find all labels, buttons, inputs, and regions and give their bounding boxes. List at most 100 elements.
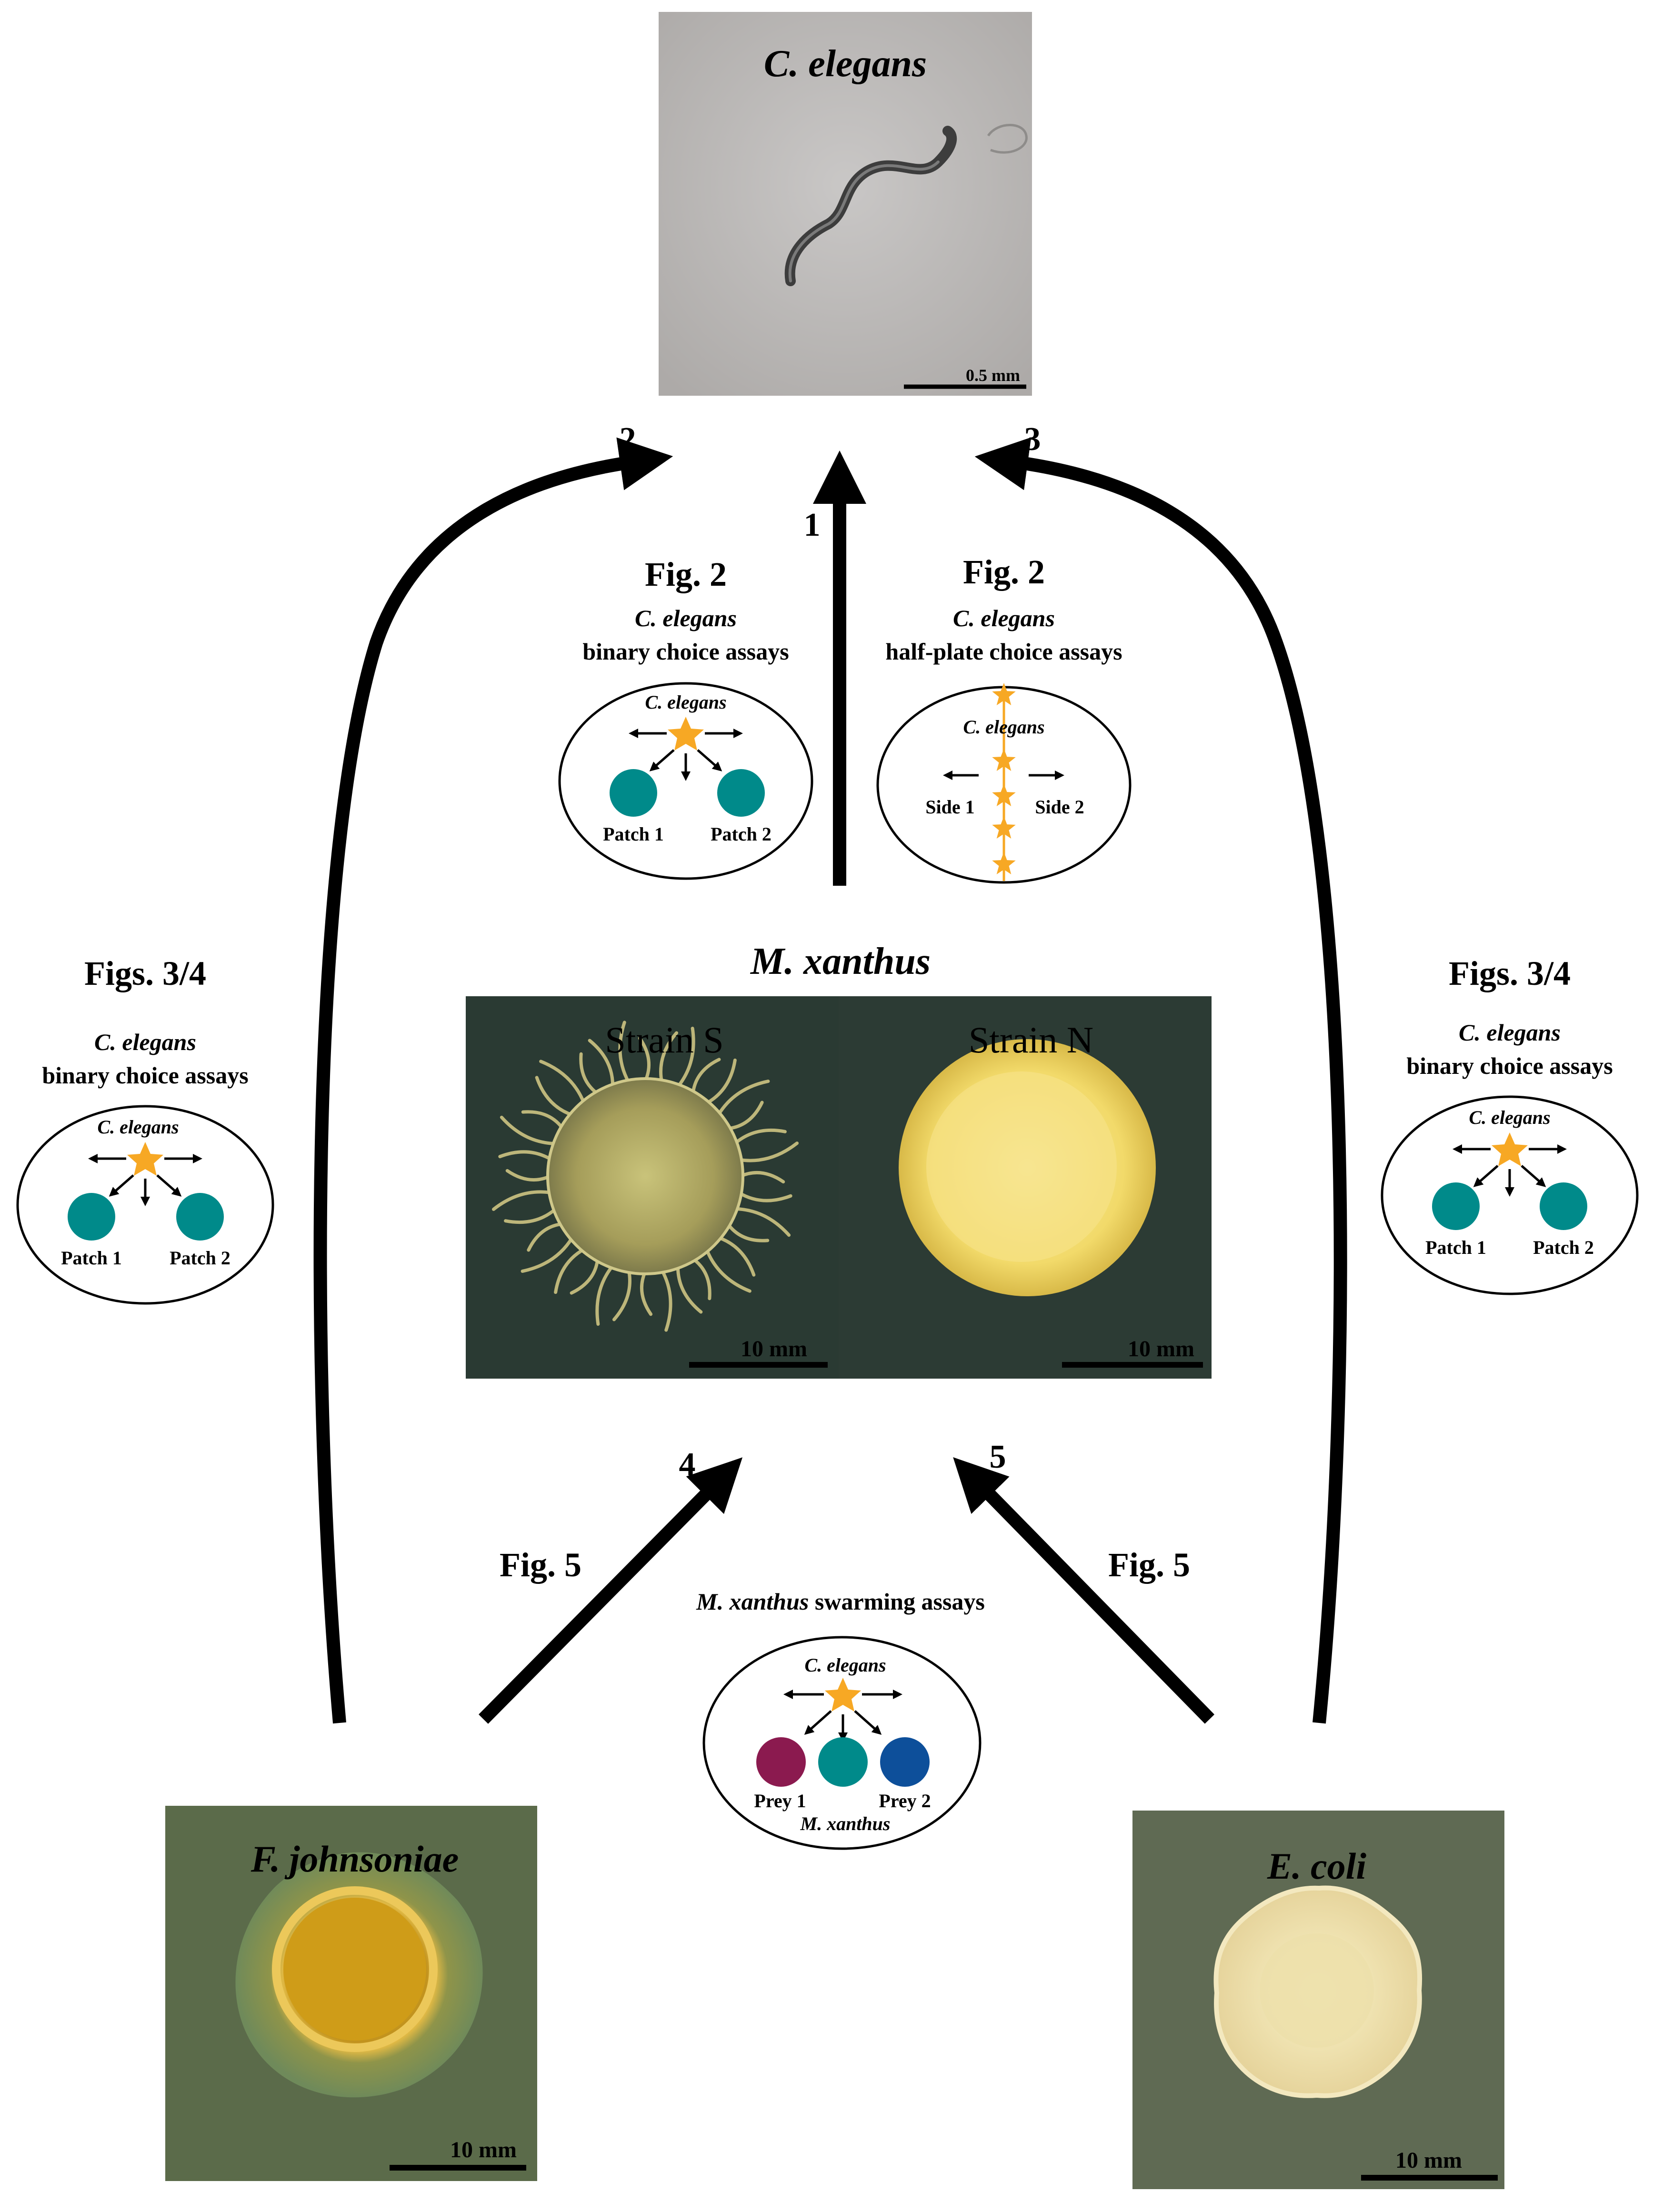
assay-top-right-side1: Side 1 <box>925 796 974 818</box>
star-icon <box>992 683 1016 705</box>
swarm-tendril <box>535 1076 574 1117</box>
mxanthus-patch-icon <box>818 1737 868 1787</box>
swarm-tendril <box>691 1257 711 1301</box>
assay-top-left-worm: C. elegans <box>645 691 726 713</box>
star-icon <box>992 784 1016 806</box>
assay-bottom-prey2: Prey 2 <box>879 1790 931 1812</box>
assay-left-worm: C. elegans <box>97 1116 179 1138</box>
arrow-5-label: 5 <box>990 1439 1006 1475</box>
star-icon <box>992 749 1016 771</box>
photo-celegans-title: C. elegans <box>764 43 927 85</box>
assay-left-patch1-icon <box>68 1193 115 1241</box>
swarm-tendril <box>739 1171 785 1184</box>
arrow-5 <box>953 1457 1215 1724</box>
arrow-down-right-icon <box>1521 1165 1546 1187</box>
worm-highlight-icon <box>788 160 940 282</box>
swarm-tendril <box>491 1190 553 1211</box>
assay-left-patch2-icon <box>176 1193 224 1241</box>
arrow-2 <box>313 437 673 1724</box>
assay-right-worm: C. elegans <box>1469 1107 1550 1128</box>
assay-top-left: Fig. 2 C. elegans binary choice assays C… <box>558 555 813 880</box>
swarm-tendril <box>737 1191 792 1202</box>
swarm-tendril <box>521 1236 574 1273</box>
assay-top-left-patch1: Patch 1 <box>603 823 664 845</box>
assay-top-right-worm: C. elegans <box>963 716 1044 738</box>
assay-bottom-desc: swarming assays <box>815 1588 985 1615</box>
arrow-4-label: 4 <box>679 1446 696 1483</box>
swarm-tendril <box>527 1222 565 1252</box>
assay-left-fig: Figs. 3/4 <box>84 954 206 992</box>
assay-bottom: Fig. 5 Fig. 5 M. xanthus swarming assays… <box>500 1546 1190 1850</box>
swarm-tendril <box>660 1268 672 1332</box>
arrow-down-left-icon <box>804 1710 832 1735</box>
star-icon <box>1492 1132 1528 1166</box>
assay-bottom-title: M. xanthus swarming assays <box>696 1588 985 1615</box>
swarm-tendril <box>726 1101 764 1131</box>
assay-top-left-fig: Fig. 2 <box>645 555 727 593</box>
assay-left-patch1: Patch 1 <box>61 1247 122 1269</box>
swarm-tendril <box>498 1150 553 1161</box>
swarm-tendril <box>579 1052 600 1096</box>
assay-right-patch1-icon <box>1432 1182 1480 1230</box>
assay-right-patch1: Patch 1 <box>1425 1237 1486 1258</box>
swarm-tendril <box>618 1021 631 1084</box>
photo-ecoli: E. coli 10 mm <box>1132 1811 1504 2189</box>
swarm-tendril <box>500 1115 558 1146</box>
fj-colony-core <box>283 1898 426 2041</box>
arrow-4 <box>479 1457 743 1724</box>
scale-label-ecoli: 10 mm <box>1395 2148 1462 2173</box>
swarm-tendril <box>676 1026 695 1089</box>
star-icon <box>668 717 704 751</box>
scale-label-strain-n: 10 mm <box>1128 1336 1194 1361</box>
half-plate-stars <box>992 683 1016 874</box>
worm-track-icon <box>987 124 1028 154</box>
swarm-tendril <box>737 1141 799 1162</box>
assay-top-left-patch2: Patch 2 <box>711 823 771 845</box>
assay-top-right-side2: Side 2 <box>1035 796 1084 818</box>
arrow-down-left-icon <box>649 749 675 771</box>
arrow-down-left-icon <box>109 1174 134 1197</box>
star-icon <box>825 1678 861 1712</box>
strain-s-label: Strain S <box>605 1019 723 1061</box>
assay-right-organism: C. elegans <box>1459 1019 1561 1046</box>
photo-ecoli-title: E. coli <box>1267 1845 1366 1887</box>
arrow-down-right-icon <box>156 1174 182 1197</box>
assay-top-right: Fig. 2 C. elegans half-plate choice assa… <box>876 553 1132 884</box>
swarm-tendril <box>640 1270 653 1316</box>
swarm-tendril <box>521 1110 565 1131</box>
assay-right-fig: Figs. 3/4 <box>1449 954 1571 992</box>
assay-top-right-desc: half-plate choice assays <box>885 638 1122 665</box>
photo-celegans: C. elegans 0.5 mm <box>659 12 1032 396</box>
swarm-tendril <box>733 1128 787 1146</box>
star-icon <box>992 816 1016 839</box>
arrow-3-label: 3 <box>1024 421 1041 458</box>
assay-bottom-organism: M. xanthus <box>696 1588 809 1615</box>
star-icon <box>992 852 1016 874</box>
swarm-tendril <box>612 1268 631 1321</box>
swarm-tendril <box>505 1169 552 1182</box>
swarm-tendril <box>716 1080 770 1117</box>
assay-bottom-fig-right: Fig. 5 <box>1108 1546 1190 1584</box>
photo-mxanthus: M. xanthus Strain S Strain N 10 mm 10 mm <box>466 941 1212 1379</box>
assay-top-left-desc: binary choice assays <box>582 638 789 665</box>
swarm-tendril <box>504 1207 558 1224</box>
swarm-tendril <box>539 1060 586 1105</box>
strain-n-label: Strain N <box>969 1019 1093 1061</box>
photo-fjohnsoniae-title: F. johnsoniae <box>250 1838 459 1880</box>
photo-mxanthus-title: M. xanthus <box>750 941 931 982</box>
assay-bottom-space <box>809 1588 815 1615</box>
scale-label-fjohnsoniae: 10 mm <box>450 2137 517 2162</box>
assay-top-right-organism: C. elegans <box>953 605 1055 631</box>
swarm-tendril <box>554 1247 586 1294</box>
assay-bottom-center: M. xanthus <box>800 1813 891 1834</box>
star-icon <box>127 1142 163 1176</box>
arrow-down-right-icon <box>697 749 722 771</box>
swarm-tendril <box>676 1264 703 1314</box>
swarm-tendril <box>705 1247 751 1293</box>
assay-right-patch2-icon <box>1540 1182 1587 1230</box>
strain-s-colony <box>546 1077 744 1275</box>
swarm-tendril <box>726 1222 770 1242</box>
assay-bottom-prey1: Prey 1 <box>754 1790 806 1812</box>
assay-top-left-patch2-icon <box>717 769 765 817</box>
